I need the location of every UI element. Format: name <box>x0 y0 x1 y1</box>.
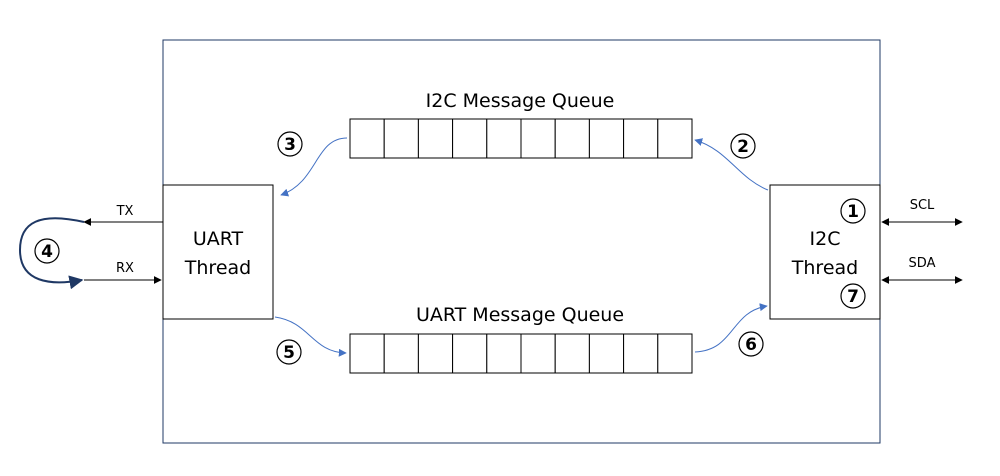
i2c-queue-cell <box>657 118 693 159</box>
step-marker-7: 7 <box>840 283 866 309</box>
flow-arrow-uart-to-uart-queue <box>274 316 347 357</box>
rx-label: RX <box>116 261 134 276</box>
step-marker-3: 3 <box>277 131 303 157</box>
uart-queue-cell <box>657 333 693 374</box>
step-number-2: 2 <box>737 137 749 157</box>
i2c-queue-cell <box>486 118 522 159</box>
i2c-queue-cell <box>383 118 419 159</box>
uart-queue-cell <box>417 333 454 374</box>
flow-arrow-i2c-to-i2c-queue <box>694 138 769 191</box>
uart-thread-box <box>162 184 274 320</box>
i2c-thread-label-line1: I2C <box>810 228 841 250</box>
uart-message-queue <box>349 333 693 374</box>
flow-arrow-i2c-queue-to-uart <box>280 137 348 197</box>
uart-queue-cell <box>349 333 385 374</box>
i2c-queue-cell <box>452 118 488 159</box>
step-number-3: 3 <box>284 135 296 155</box>
step-number-5: 5 <box>283 343 295 363</box>
step-number-6: 6 <box>745 335 757 355</box>
i2c-queue-cell <box>554 118 590 159</box>
i2c-queue-cell <box>588 118 625 159</box>
step-number-7: 7 <box>847 287 859 307</box>
i2c-queue-cell <box>623 118 659 159</box>
uart-queue-cell <box>588 333 625 374</box>
step-marker-6: 6 <box>738 331 764 357</box>
uart-queue-cell <box>520 333 556 374</box>
i2c-queue-cell <box>417 118 454 159</box>
tx-label: TX <box>116 204 134 219</box>
uart-queue-cell <box>623 333 659 374</box>
uart-queue-cell <box>452 333 488 374</box>
sda-label: SDA <box>909 256 936 271</box>
step-marker-5: 5 <box>276 339 302 365</box>
scl-label: SCL <box>910 198 935 213</box>
i2c-thread-label-line2: Thread <box>791 257 858 279</box>
i2c-queue-cell <box>520 118 556 159</box>
uart-queue-cell <box>554 333 590 374</box>
uart-thread-label-line2: Thread <box>184 257 251 279</box>
uart-queue-cell <box>486 333 522 374</box>
uart-queue-cell <box>383 333 419 374</box>
step-number-1: 1 <box>847 202 859 222</box>
i2c-message-queue <box>349 118 693 159</box>
i2c-queue-title: I2C Message Queue <box>426 90 615 112</box>
step-marker-1: 1 <box>840 198 866 224</box>
step-marker-2: 2 <box>730 133 756 159</box>
flow-arrow-uart-queue-to-i2c <box>694 303 768 353</box>
uart-queue-title: UART Message Queue <box>416 304 624 326</box>
i2c-queue-cell <box>349 118 385 159</box>
loopback-curve <box>18 217 85 290</box>
uart-thread-label-line1: UART <box>193 228 244 250</box>
step-marker-4: 4 <box>34 238 60 264</box>
step-number-4: 4 <box>41 242 53 262</box>
